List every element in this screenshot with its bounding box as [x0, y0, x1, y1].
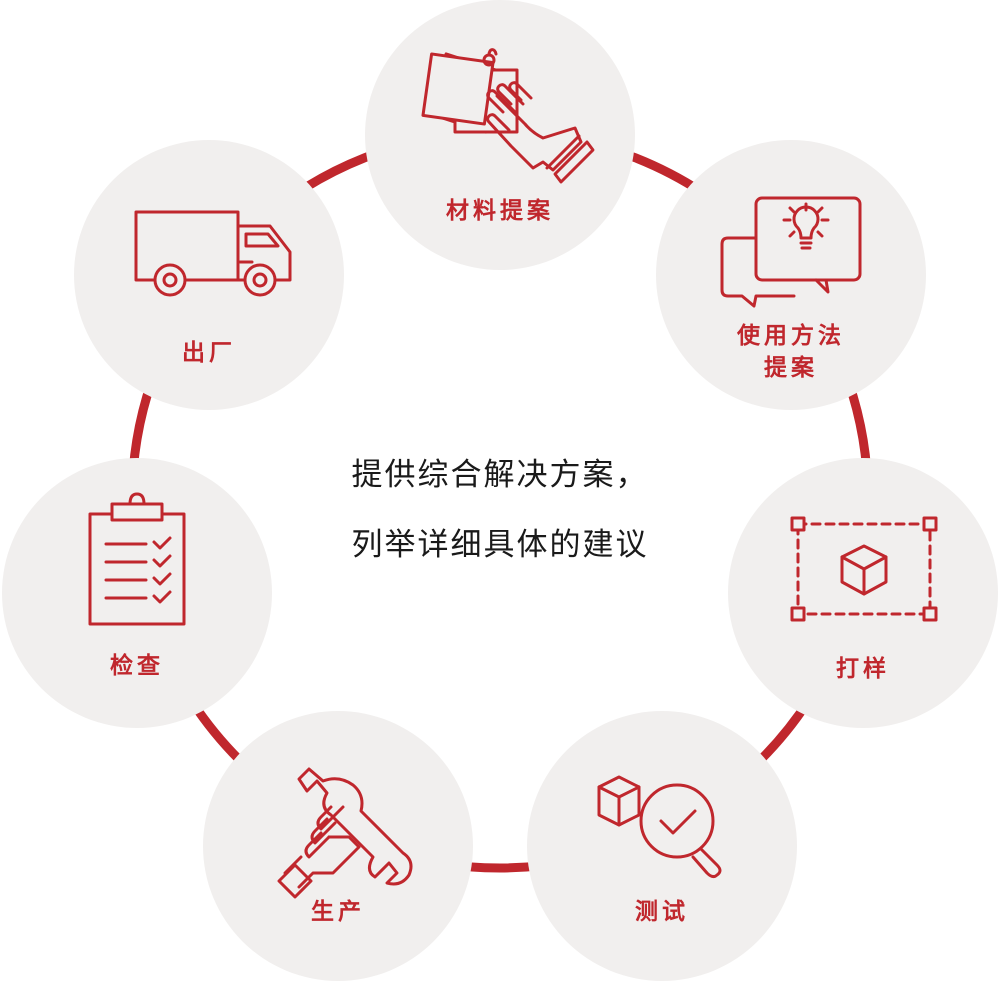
- step-label-line-1: 使用方法: [737, 323, 845, 349]
- magnifier-check-cube-icon: [597, 775, 722, 879]
- delivery-truck-icon: [134, 210, 292, 297]
- step-label: 测试: [635, 899, 689, 925]
- step-inspection: 检查: [2, 458, 272, 728]
- hand-wrench-icon: [277, 767, 413, 899]
- step-production: 生产: [203, 711, 473, 981]
- step-label: 材料提案: [446, 198, 554, 224]
- center-text-line-1: 提供综合解决方案，: [351, 457, 649, 493]
- step-label: 检查: [110, 653, 164, 679]
- clipboard-checklist-icon: [88, 492, 186, 626]
- step-label: 打样: [836, 656, 890, 682]
- step-testing: 测试: [527, 711, 797, 981]
- step-label: 出厂: [182, 340, 236, 366]
- step-usage-proposal: 使用方法 提案: [656, 140, 926, 410]
- step-label-line-2: 提案: [764, 355, 818, 381]
- step-material-proposal: 材料提案: [365, 0, 635, 270]
- step-sampling: 打样: [728, 458, 998, 728]
- hand-with-tags-icon: [421, 48, 595, 184]
- center-text-line-2: 列举详细具体的建议: [351, 527, 649, 563]
- speech-bubbles-lightbulb-icon: [720, 196, 862, 308]
- cube-selection-icon: [790, 516, 938, 622]
- step-shipping: 出厂: [74, 140, 344, 410]
- step-label: 生产: [311, 899, 365, 925]
